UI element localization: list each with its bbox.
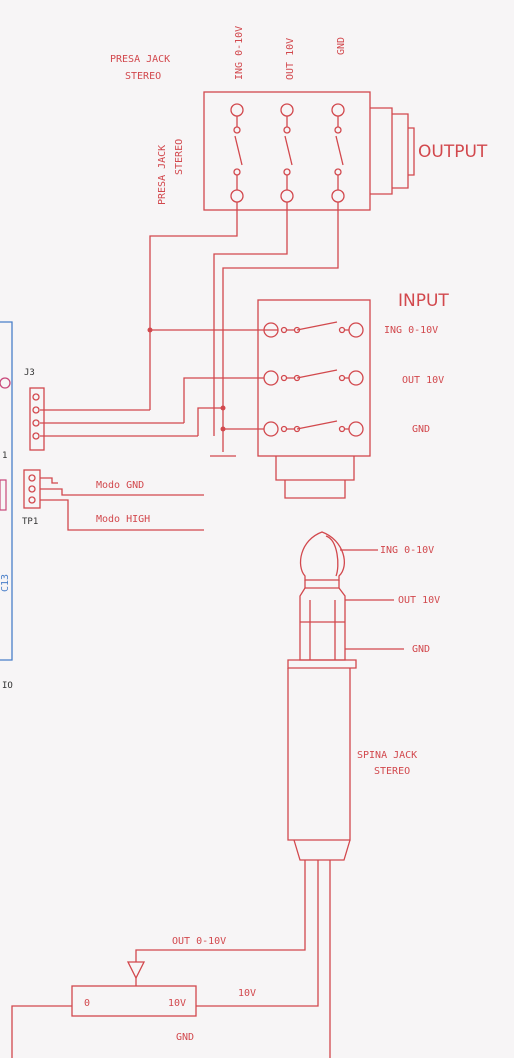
output-jack-side-label1: PRESA JACK (157, 145, 168, 205)
tp1-connector: TP1 Modo GND Modo HIGH (22, 469, 204, 531)
tp1-label: TP1 (22, 517, 38, 527)
pot-gnd-label: GND (176, 1032, 194, 1043)
input-pin-gnd-label: GND (412, 424, 430, 435)
output-pin-gnd-label: GND (336, 37, 347, 55)
output-jack-title: PRESA JACK (110, 54, 170, 65)
output-jack-title2: STEREO (125, 71, 161, 82)
j3-label: J3 (24, 368, 35, 378)
input-jack-name: INPUT (398, 291, 449, 311)
spina-jack-plug: ING 0-10V OUT 10V GND SPINA JACK STEREO (135, 531, 440, 1058)
plug-pin-out-label: OUT 10V (398, 595, 440, 606)
mode-high-label: Modo HIGH (96, 514, 150, 525)
pot-left-terminal-label: 0 (84, 998, 90, 1009)
plug-pin-ing-label: ING 0-10V (380, 545, 434, 556)
input-pin-out-label: OUT 10V (402, 375, 444, 386)
input-pin-ing-label: ING 0-10V (384, 325, 438, 336)
pot-10v-label: 10V (238, 988, 256, 999)
j3-connector: J3 (24, 368, 198, 451)
output-pin-out-label: OUT 10V (285, 38, 296, 80)
output-jack-side-label2: STEREO (174, 139, 185, 175)
plug-pin-gnd-label: GND (412, 644, 430, 655)
pot-right-terminal-label: 10V (168, 998, 186, 1009)
input-jack: INPUT ING 0-10V OUT 10V GND (147, 291, 449, 499)
control-board: C13 1 IO (0, 321, 13, 691)
potentiometer: OUT 0-10V 0 10V 10V GND (11, 936, 256, 1058)
mode-gnd-label: Modo GND (96, 480, 144, 491)
pot-wiper-label: OUT 0-10V (172, 936, 226, 947)
output-jack: PRESA JACK STEREO PRESA JACK STEREO ING … (110, 26, 488, 452)
board-c13-label: C13 (0, 574, 11, 592)
plug-name-1: SPINA JACK (357, 750, 417, 761)
output-jack-name: OUTPUT (418, 142, 488, 162)
plug-name-2: STEREO (374, 766, 410, 777)
board-io-label: IO (2, 681, 13, 691)
output-pin-ing-label: ING 0-10V (234, 26, 245, 80)
board-pin1-label: 1 (2, 451, 7, 461)
